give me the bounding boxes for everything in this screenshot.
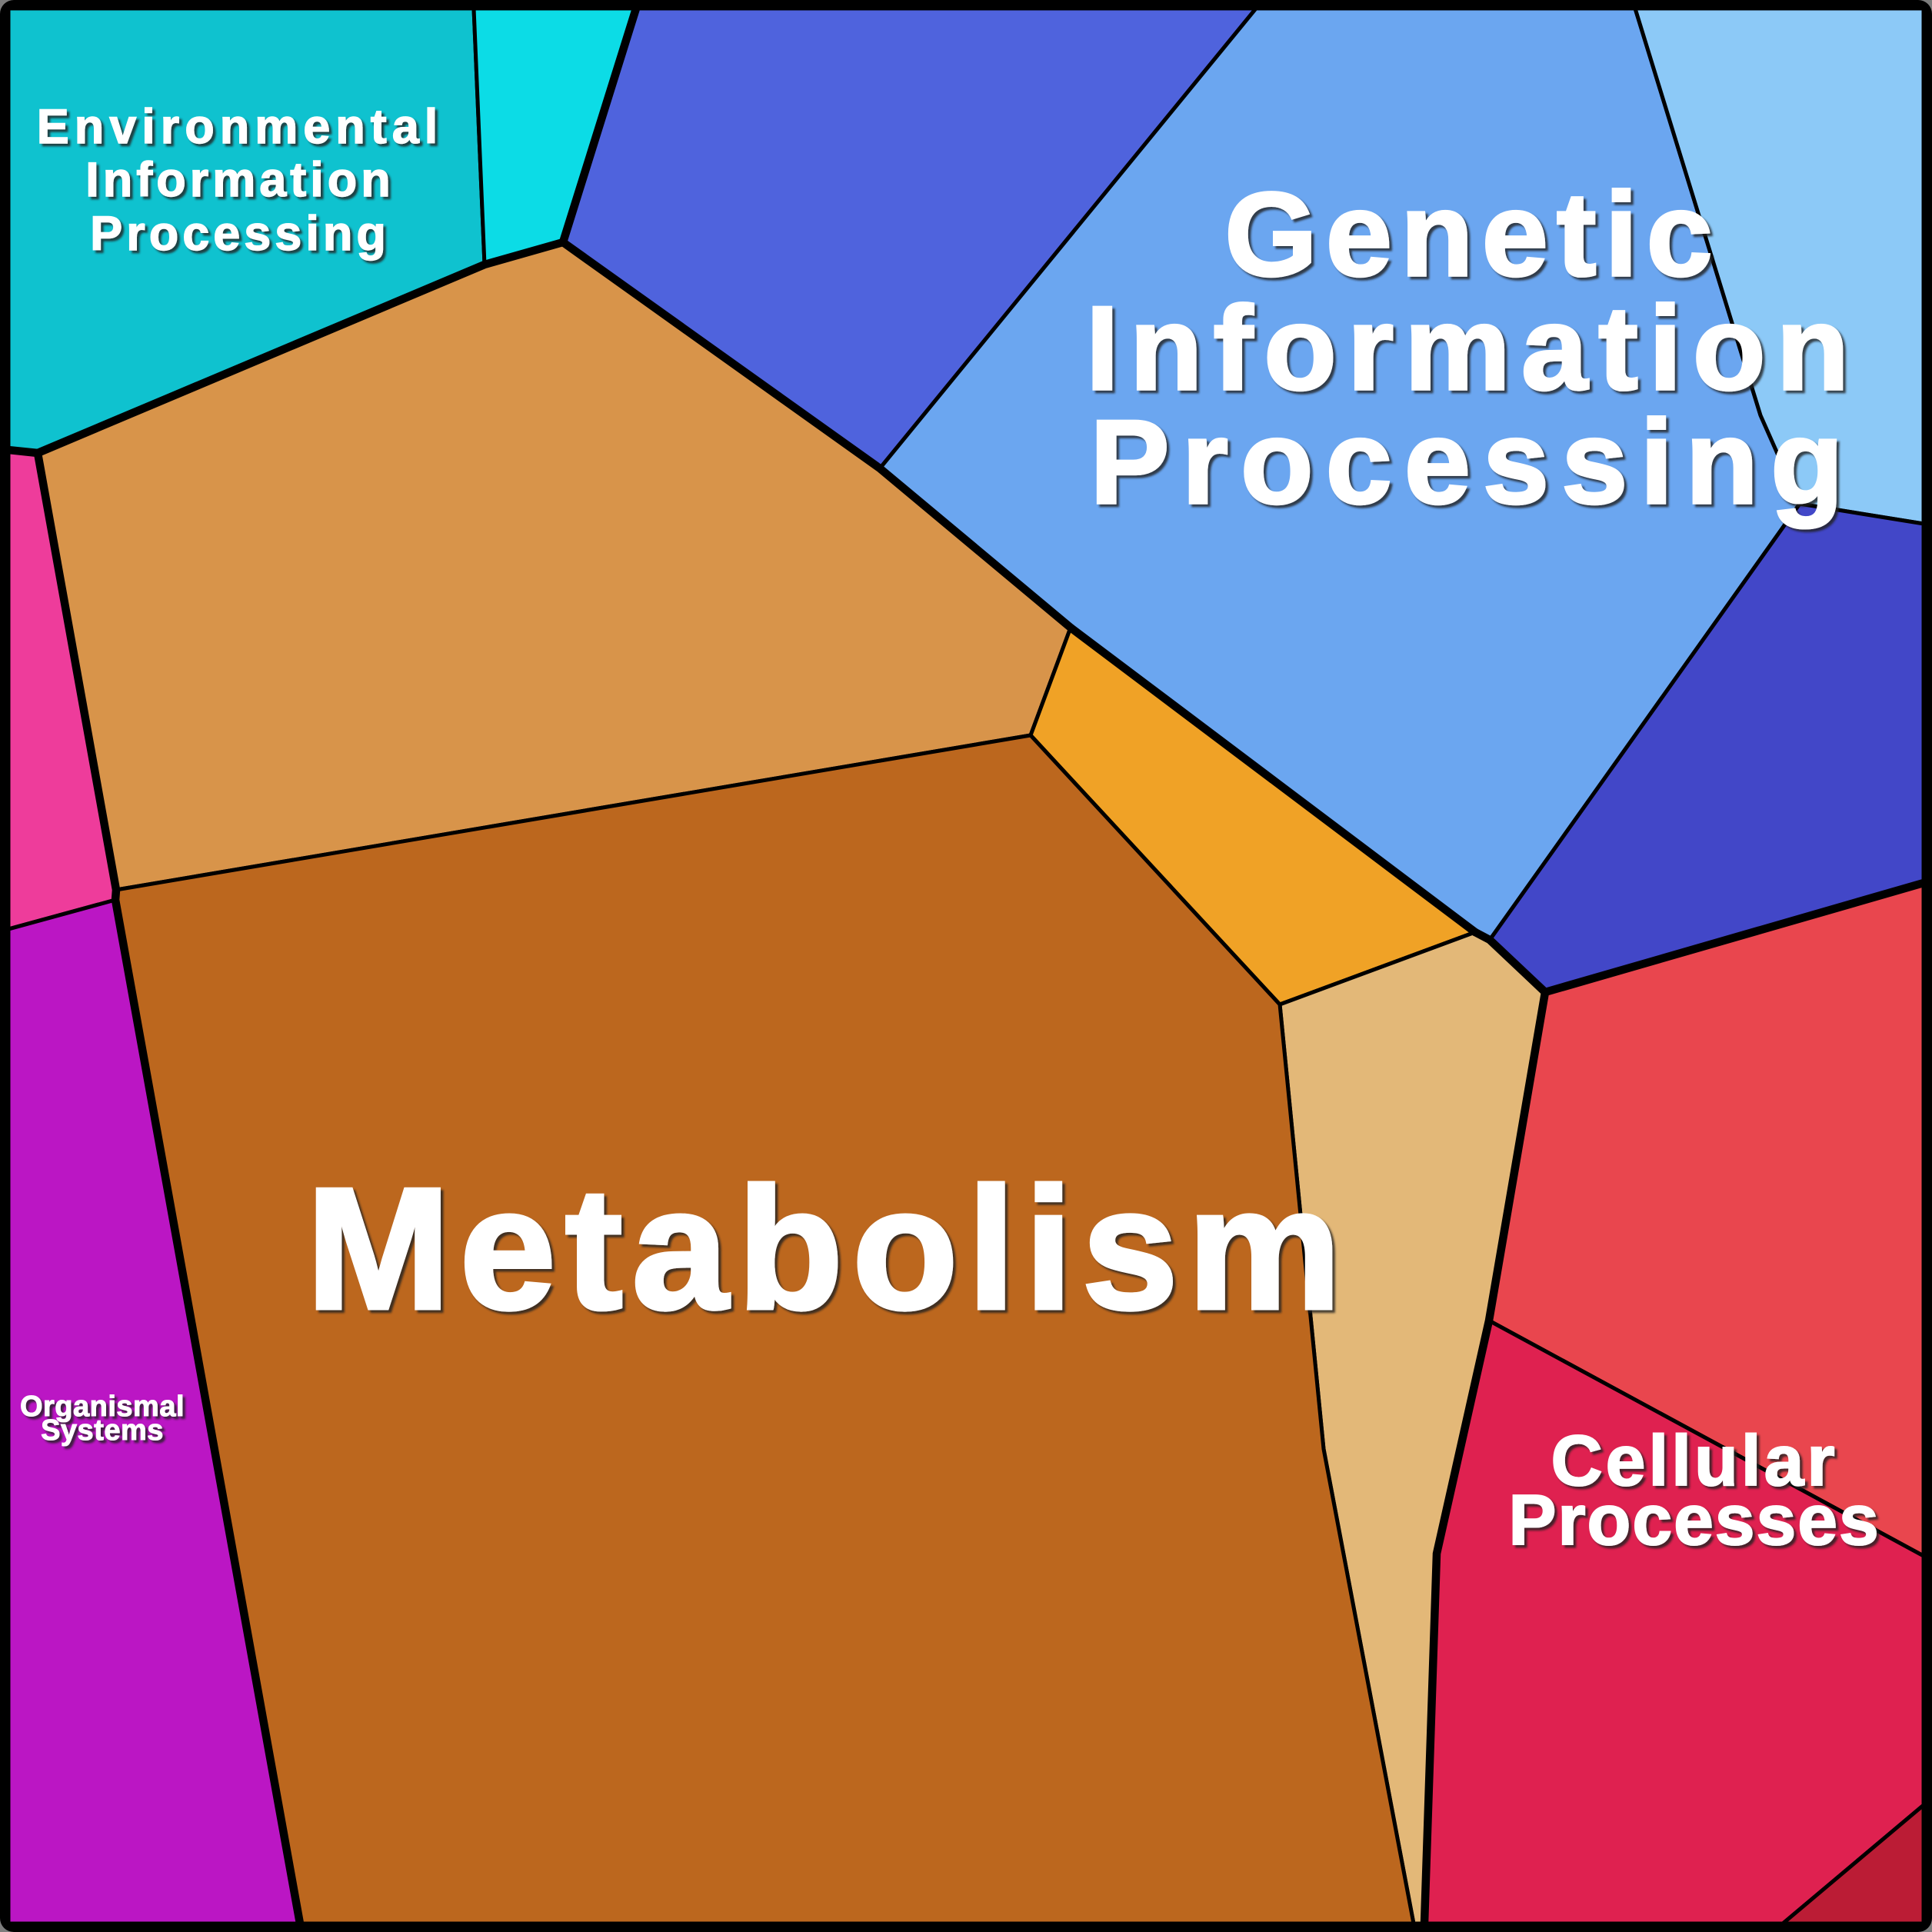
svg-text:Processes: Processes: [1508, 1480, 1880, 1560]
svg-text:Information: Information: [85, 153, 394, 207]
svg-text:Information: Information: [1086, 281, 1860, 415]
svg-text:Systems: Systems: [41, 1414, 164, 1447]
svg-text:Processing: Processing: [1090, 395, 1856, 528]
svg-text:Metabolism: Metabolism: [306, 1151, 1351, 1345]
svg-text:Genetic: Genetic: [1224, 168, 1721, 301]
svg-text:Organismal: Organismal: [20, 1391, 185, 1423]
svg-text:Processing: Processing: [90, 207, 390, 261]
svg-text:Cellular: Cellular: [1551, 1421, 1837, 1501]
svg-text:Environmental: Environmental: [37, 100, 444, 154]
